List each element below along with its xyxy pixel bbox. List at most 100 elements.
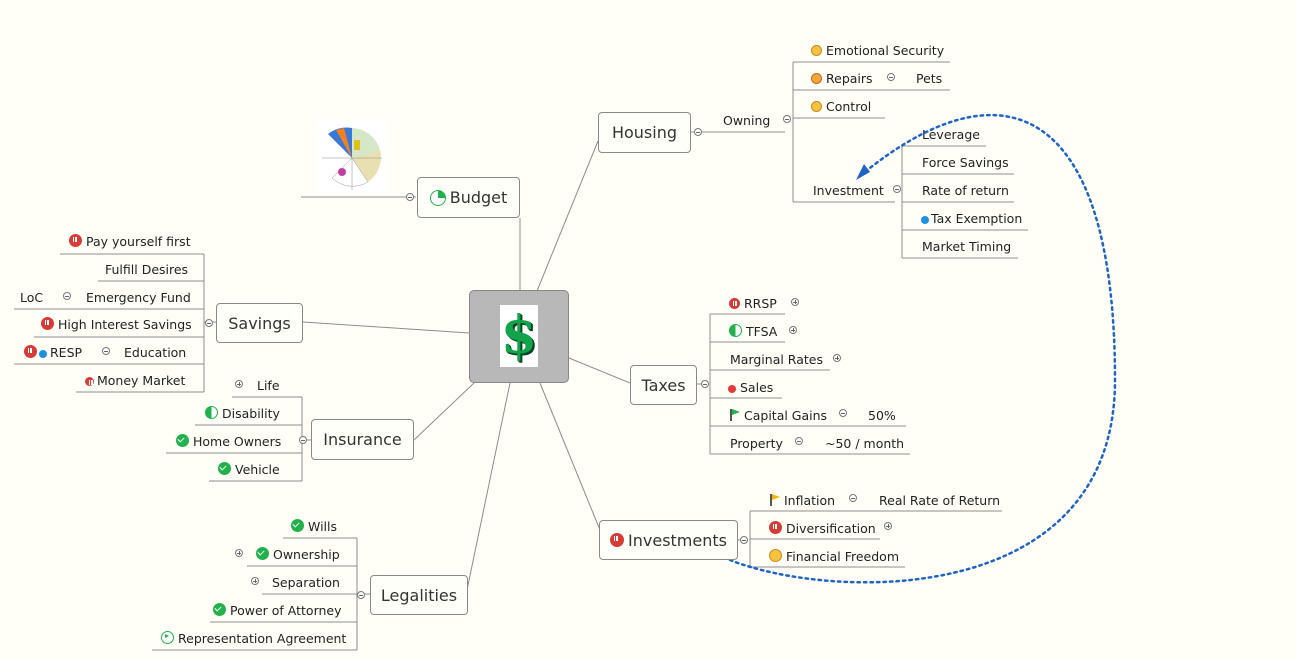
dollar-sign-icon: $	[500, 305, 538, 367]
topic-insurance[interactable]: Insurance	[311, 419, 414, 460]
legalities-wills[interactable]: Wills	[291, 519, 337, 535]
investments-inflation[interactable]: Inflation	[770, 493, 835, 509]
pause-icon	[24, 345, 37, 358]
topic-savings[interactable]: Savings	[216, 303, 303, 343]
taxes-tfsa[interactable]: TFSA	[729, 324, 777, 340]
check-icon	[218, 462, 231, 475]
relationship-arrowhead	[856, 164, 870, 180]
housing-repairs[interactable]: Repairs	[811, 71, 873, 87]
savings-education[interactable]: Education	[124, 345, 187, 360]
expand-toggle-separation[interactable]	[251, 577, 259, 585]
investment-leverage[interactable]: Leverage	[922, 127, 980, 142]
topic-budget[interactable]: Budget	[417, 177, 520, 218]
taxes-property[interactable]: Property	[730, 436, 783, 451]
investments-real-rate[interactable]: Real Rate of Return	[879, 493, 1001, 508]
housing-owning[interactable]: Owning	[723, 113, 771, 128]
investments-diversification[interactable]: Diversification	[769, 521, 876, 537]
collapse-toggle-investment[interactable]	[893, 185, 901, 193]
topic-taxes[interactable]: Taxes	[630, 365, 697, 405]
emotional-security-label: Emotional Security	[826, 43, 945, 58]
topic-legalities-label: Legalities	[380, 585, 458, 605]
pause-icon	[769, 521, 782, 534]
yellow-flag-icon	[770, 494, 780, 506]
expand-toggle-ownership[interactable]	[235, 549, 243, 557]
savings-fulfill-desires[interactable]: Fulfill Desires	[105, 262, 189, 277]
play-icon	[161, 631, 174, 644]
legalities-representation[interactable]: Representation Agreement	[161, 631, 346, 647]
housing-control[interactable]: Control	[811, 99, 871, 115]
collapse-toggle-inflation[interactable]	[849, 494, 857, 502]
collapse-toggle-legalities[interactable]	[357, 591, 365, 599]
investment-market-timing[interactable]: Market Timing	[922, 239, 1012, 254]
topic-savings-label: Savings	[228, 313, 291, 333]
high-interest-label: High Interest Savings	[58, 317, 192, 332]
legalities-power-of-attorney[interactable]: Power of Attorney	[213, 603, 342, 619]
expand-toggle-tfsa[interactable]	[789, 326, 797, 334]
collapse-toggle-housing[interactable]	[694, 128, 702, 136]
insurance-vehicle[interactable]: Vehicle	[218, 462, 280, 478]
housing-investment[interactable]: Investment	[813, 183, 884, 198]
expand-toggle-rrsp[interactable]	[791, 298, 799, 306]
power-of-attorney-label: Power of Attorney	[230, 603, 342, 618]
central-topic[interactable]: $	[469, 290, 569, 383]
savings-loc[interactable]: LoC	[20, 290, 44, 305]
relationship-arrow	[728, 114, 1117, 584]
collapse-toggle-investments[interactable]	[740, 536, 748, 544]
insurance-home-owners[interactable]: Home Owners	[176, 434, 281, 450]
rrsp-label: RRSP	[744, 296, 777, 311]
investment-rate-of-return[interactable]: Rate of return	[922, 183, 1009, 198]
representation-label: Representation Agreement	[178, 631, 347, 646]
taxes-marginal-rates[interactable]: Marginal Rates	[730, 352, 823, 367]
savings-money-market[interactable]: Money Market	[85, 373, 185, 389]
check-icon	[256, 547, 269, 560]
insurance-life[interactable]: Life	[257, 378, 280, 393]
collapse-toggle-emergency-fund[interactable]	[63, 292, 71, 300]
check-icon	[213, 603, 226, 616]
investment-tax-exemption[interactable]: Tax Exemption	[921, 211, 1022, 227]
collapse-toggle-insurance[interactable]	[299, 436, 307, 444]
financial-freedom-label: Financial Freedom	[786, 549, 899, 564]
smiley-icon	[769, 549, 782, 562]
check-icon	[291, 519, 304, 532]
topic-investments[interactable]: Investments	[599, 520, 738, 560]
property-value[interactable]: ~50 / month	[825, 436, 905, 451]
legalities-ownership[interactable]: Ownership	[256, 547, 340, 563]
taxes-rrsp[interactable]: RRSP	[729, 296, 777, 312]
half-circle-icon	[729, 324, 742, 337]
taxes-sales[interactable]: Sales	[728, 380, 773, 396]
collapse-toggle-education[interactable]	[102, 347, 110, 355]
housing-emotional-security[interactable]: Emotional Security	[811, 43, 944, 59]
savings-pay-yourself-first[interactable]: Pay yourself first	[69, 234, 191, 250]
topic-legalities[interactable]: Legalities	[370, 575, 468, 615]
pause-icon	[41, 317, 54, 330]
collapse-toggle-taxes[interactable]	[701, 380, 709, 388]
topic-housing[interactable]: Housing	[598, 112, 691, 153]
collapse-toggle-savings[interactable]	[205, 319, 213, 327]
blue-dot-icon	[921, 216, 929, 224]
investment-force-savings[interactable]: Force Savings	[922, 155, 1009, 170]
savings-emergency-fund[interactable]: Emergency Fund	[86, 290, 191, 305]
capital-gains-value[interactable]: 50%	[868, 408, 896, 423]
investments-financial-freedom[interactable]: Financial Freedom	[769, 549, 899, 565]
diversification-label: Diversification	[786, 521, 876, 536]
collapse-toggle-property[interactable]	[795, 437, 803, 445]
smiley-icon	[811, 101, 822, 112]
housing-pets[interactable]: Pets	[916, 71, 943, 86]
budget-chart-thumbnail[interactable]	[318, 120, 386, 192]
control-label: Control	[826, 99, 872, 114]
expand-toggle-diversification[interactable]	[884, 522, 892, 530]
resp-label: RESP	[50, 345, 83, 360]
savings-high-interest[interactable]: High Interest Savings	[41, 317, 192, 333]
insurance-disability[interactable]: Disability	[205, 406, 280, 422]
collapse-toggle-owning[interactable]	[783, 115, 791, 123]
expand-toggle-marginal-rates[interactable]	[833, 354, 841, 362]
expand-toggle-life[interactable]	[235, 380, 243, 388]
collapse-toggle-budget[interactable]	[406, 193, 414, 201]
savings-resp[interactable]: RESP	[24, 345, 82, 361]
money-market-label: Money Market	[97, 373, 186, 388]
collapse-toggle-capital-gains[interactable]	[839, 409, 847, 417]
taxes-capital-gains[interactable]: Capital Gains	[730, 408, 827, 424]
legalities-separation[interactable]: Separation	[272, 575, 340, 590]
collapse-toggle-repairs[interactable]	[887, 73, 895, 81]
